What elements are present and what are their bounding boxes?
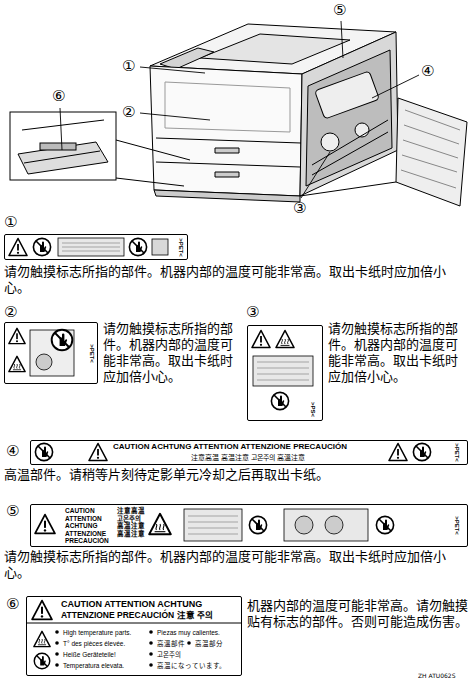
section-number: ② [4,304,17,321]
caution-text: 请勿触摸标志所指的部件。机器内部的温度可能非常高。取出卡纸时应加倍小心。 [4,549,468,581]
sticker-text: CAUTION ATTENTION ACHTUNG ATTENZIONE PRE… [65,507,109,545]
warning-sticker: CAUTION ACHTUNG ATTENTION ATTENZIONE PRE… [30,440,468,465]
warning-sticker: >PS< [247,325,323,421]
sticker-text: High temperature parts. [63,628,131,638]
sticker-text: ATTENZIONE PRECAUCIÓN 注意 주의 [61,610,213,620]
callout-number: ① [122,58,135,75]
callout-number: ③ [293,200,306,217]
section-number: ① [4,214,17,231]
sticker-text: Heiße Geräteteile! [63,650,116,660]
figure-code: ZH ATU062S [418,672,456,679]
sticker-text: T° des pièces élevée. [63,639,125,649]
section-number: ⑤ [6,503,19,520]
callout-number: ④ [421,63,434,80]
warning-sticker: CAUTION ATTENTION ACHTUNG ATTENZIONE PRE… [30,504,468,547]
sticker-text: 注意高温 고온주의 高温注意 高溫注意 [117,507,145,537]
section-number: ③ [246,304,259,321]
sticker-text: 高温になっています。 [157,661,226,671]
caution-text: 请勿触摸标志所指的部件。机器内部的温度可能非常高。取出卡纸时应加倍小心。 [103,321,243,385]
caution-text: 机器内部的温度可能非常高。请勿触摸贴有标志的部件。否则可能造成伤害。 [247,598,469,630]
sticker-text: 高温部分 [195,639,223,649]
caution-text: 高温部件。请稍等片刻待定影单元冷却之后再取出卡纸。 [4,467,468,483]
callout-number: ② [122,104,135,121]
sticker-text: CAUTION ACHTUNG ATTENTION ATTENZIONE PRE… [113,442,347,452]
warning-sticker: >PET< [4,322,98,384]
material-code: >PET< [87,344,94,363]
caution-text: 请勿触摸标志所指的部件。机器内部的温度可能非常高。取出卡纸时应加倍小心。 [328,321,469,385]
sticker-text: Piezas muy calientes. [157,628,220,638]
caution-text: 请勿触摸标志所指的部件。机器内部的温度可能非常高。取出卡纸时应加倍小心。 [4,264,468,296]
material-code: >PET< [176,238,183,257]
callout-number: ⑥ [52,88,65,105]
sticker-text: 注意高温 高温注意 고온주의 高溫注意 [191,454,305,462]
sticker-text: 高溫部件 [157,639,185,649]
section-number: ⑥ [6,596,19,613]
material-code: >PET< [452,516,459,535]
sticker-text: 고온주의 [157,650,181,660]
warning-sticker: >PET< [4,234,188,260]
callout-number: ⑤ [333,2,346,19]
sticker-text: CAUTION ATTENTION ACHTUNG [61,599,202,610]
section-number: ④ [6,443,19,460]
material-code: >PS< [309,401,316,416]
warning-sticker: CAUTION ATTENTION ACHTUNGATTENZIONE PREC… [26,596,242,676]
sticker-text: Temperatura elevata. [63,661,124,671]
material-code: >PET< [452,443,459,462]
